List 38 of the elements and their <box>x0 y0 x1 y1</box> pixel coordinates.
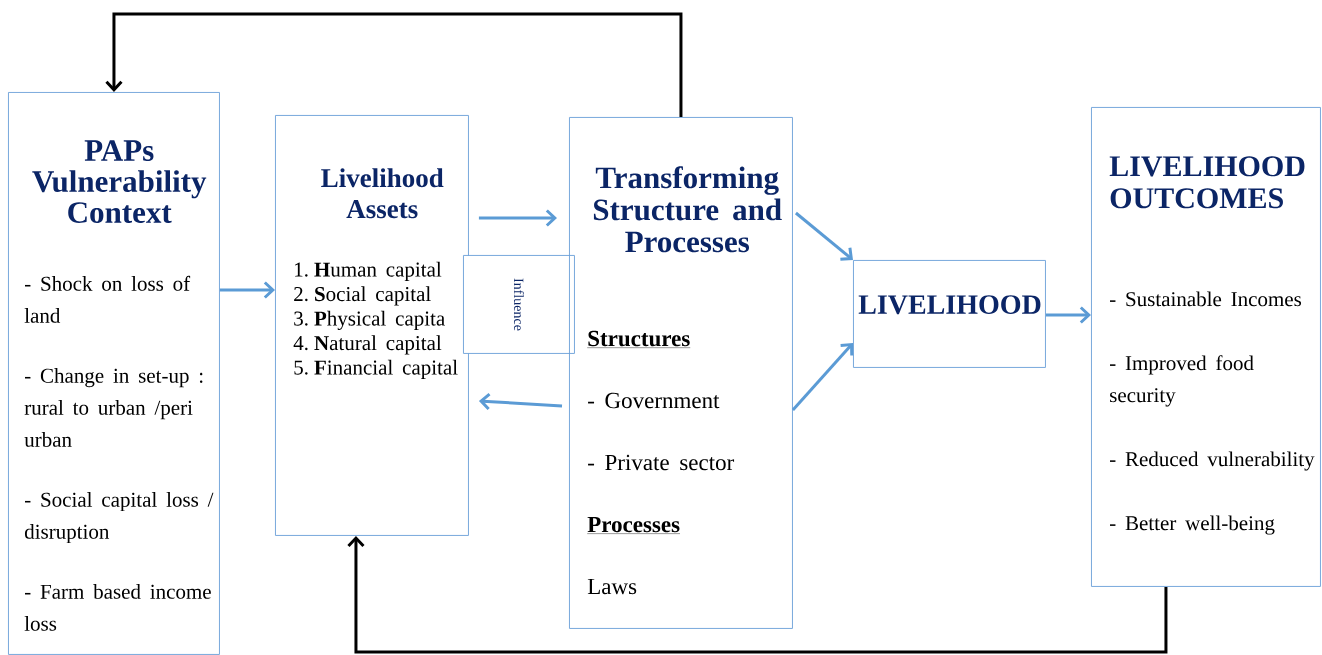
list-item: - Reduced vulnerability <box>1110 451 1315 471</box>
arrow <box>478 392 563 411</box>
list-item: - Shock on loss of land <box>24 275 191 323</box>
arrow <box>219 281 275 299</box>
heading: PAPs Vulnerability Context <box>32 140 207 223</box>
text-box <box>853 260 1046 368</box>
section-heading: Processes <box>587 516 681 534</box>
arrow <box>347 535 1168 654</box>
section-heading: Structures <box>587 330 691 348</box>
list-item: 5. Financial capital <box>294 359 458 379</box>
list-item: - Farm based income loss <box>24 584 211 631</box>
heading: LIVELIHOOD <box>858 295 1041 315</box>
arrow <box>794 211 853 261</box>
text-box <box>569 117 793 629</box>
list-item: 3. Physical capita <box>294 310 445 330</box>
list-item: Laws <box>587 578 637 595</box>
list-item: - Change in set-up : rural to urban /peri urban <box>24 368 203 447</box>
text-box <box>1091 107 1321 587</box>
text-box <box>8 92 220 655</box>
list-item: - Social capital loss / disruption <box>24 492 214 544</box>
text-box <box>275 115 469 536</box>
list-item: - Government <box>588 392 720 409</box>
heading: Transforming Structure and Processes <box>593 166 782 253</box>
list-item: - Improved food security <box>1110 355 1254 407</box>
arrow <box>105 12 683 117</box>
heading: Livelihood Assets <box>321 168 444 219</box>
list-item: 4. Natural capital <box>293 335 442 355</box>
list-item: - Sustainable Incomes <box>1110 291 1302 307</box>
rotated-label: Influence <box>513 278 524 331</box>
arrow <box>791 343 854 411</box>
list-item: 1. Human capital <box>295 261 442 281</box>
list-item: - Private sector <box>588 454 735 471</box>
heading: LIVELIHOOD OUTCOMES <box>1109 156 1305 209</box>
list-item: 2. Social capital <box>294 286 431 306</box>
arrow <box>478 209 557 227</box>
arrow <box>1045 306 1091 324</box>
influence-box <box>463 255 575 354</box>
list-item: - Better well-being <box>1110 515 1275 535</box>
